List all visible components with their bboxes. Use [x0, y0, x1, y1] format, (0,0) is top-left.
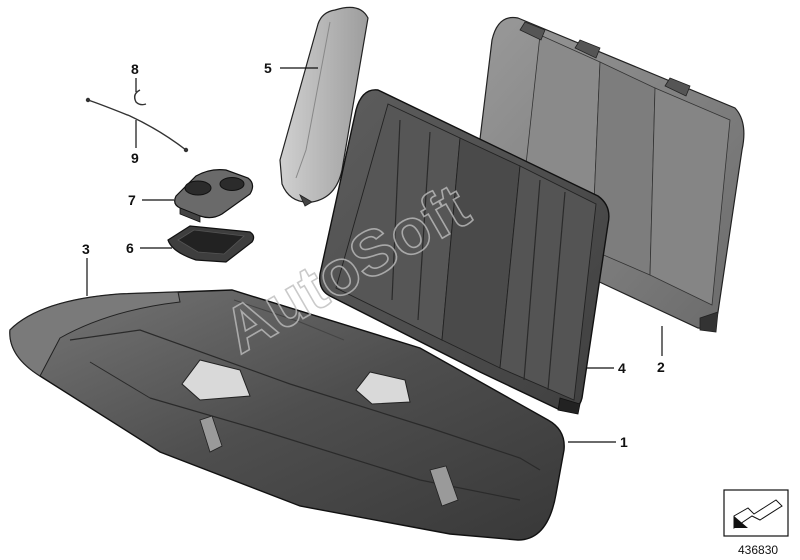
callout-7: 7 [128, 192, 136, 208]
clip-part-8 [133, 89, 147, 106]
leader-lines [86, 67, 663, 443]
seat-cushion-part-1-3 [9, 289, 565, 541]
callout-6: 6 [126, 240, 134, 256]
callout-5: 5 [264, 60, 272, 76]
callout-9: 9 [131, 150, 139, 166]
callout-1: 1 [620, 434, 628, 450]
cable-part-9 [85, 97, 189, 153]
cup-holder-part-7 [174, 169, 254, 223]
callout-8: 8 [131, 61, 139, 77]
callout-2: 2 [657, 359, 665, 375]
backrest-foam-part-4 [319, 89, 610, 415]
callout-3: 3 [82, 241, 90, 257]
tray-insert-part-6 [167, 225, 255, 263]
arrow-down-left-icon [723, 489, 789, 537]
document-number: 436830 [738, 543, 778, 557]
side-panel-part-5 [279, 6, 369, 207]
callout-4: 4 [618, 360, 626, 376]
